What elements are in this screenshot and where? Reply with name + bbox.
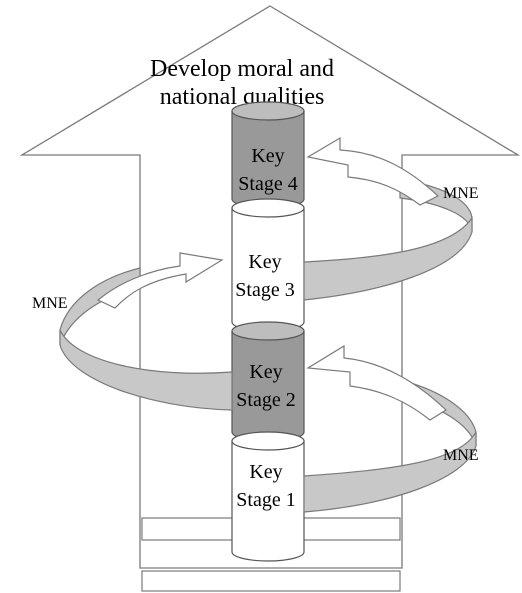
mne-band-left-back [59, 267, 141, 346]
key-stage-1-cylinder [231, 431, 305, 562]
mne-band-upper-right-front [303, 216, 473, 301]
key-stage-2-cylinder [231, 321, 305, 442]
mne-band-left-front [59, 329, 233, 411]
mne-arrow-upper-right [306, 136, 440, 206]
stage-4-label-line-1: Key [251, 145, 284, 167]
key-stage-3-cylinder [231, 198, 305, 332]
base-plate-lower [141, 570, 401, 592]
mne-label-left: MNE [32, 295, 68, 312]
mne-band-lower-right-front [303, 431, 477, 513]
mne-arrow-left [96, 252, 224, 309]
stage-2-label-line-1: Key [249, 361, 282, 383]
stage-2-label-line-2: Stage 2 [236, 389, 295, 411]
stage-1-label-line-2: Stage 1 [236, 489, 295, 511]
title-line-1: Develop moral and [150, 56, 334, 82]
stage-4-label-line-2: Stage 4 [238, 173, 297, 195]
mne-arrow-lower-right [306, 344, 447, 421]
stage-1-label-line-1: Key [249, 461, 282, 483]
stage-3-label-line-2: Stage 3 [235, 279, 294, 301]
mne-label-lower-right: MNE [443, 447, 479, 464]
mne-label-upper-right: MNE [443, 185, 479, 202]
stage-3-label-line-1: Key [248, 251, 281, 273]
